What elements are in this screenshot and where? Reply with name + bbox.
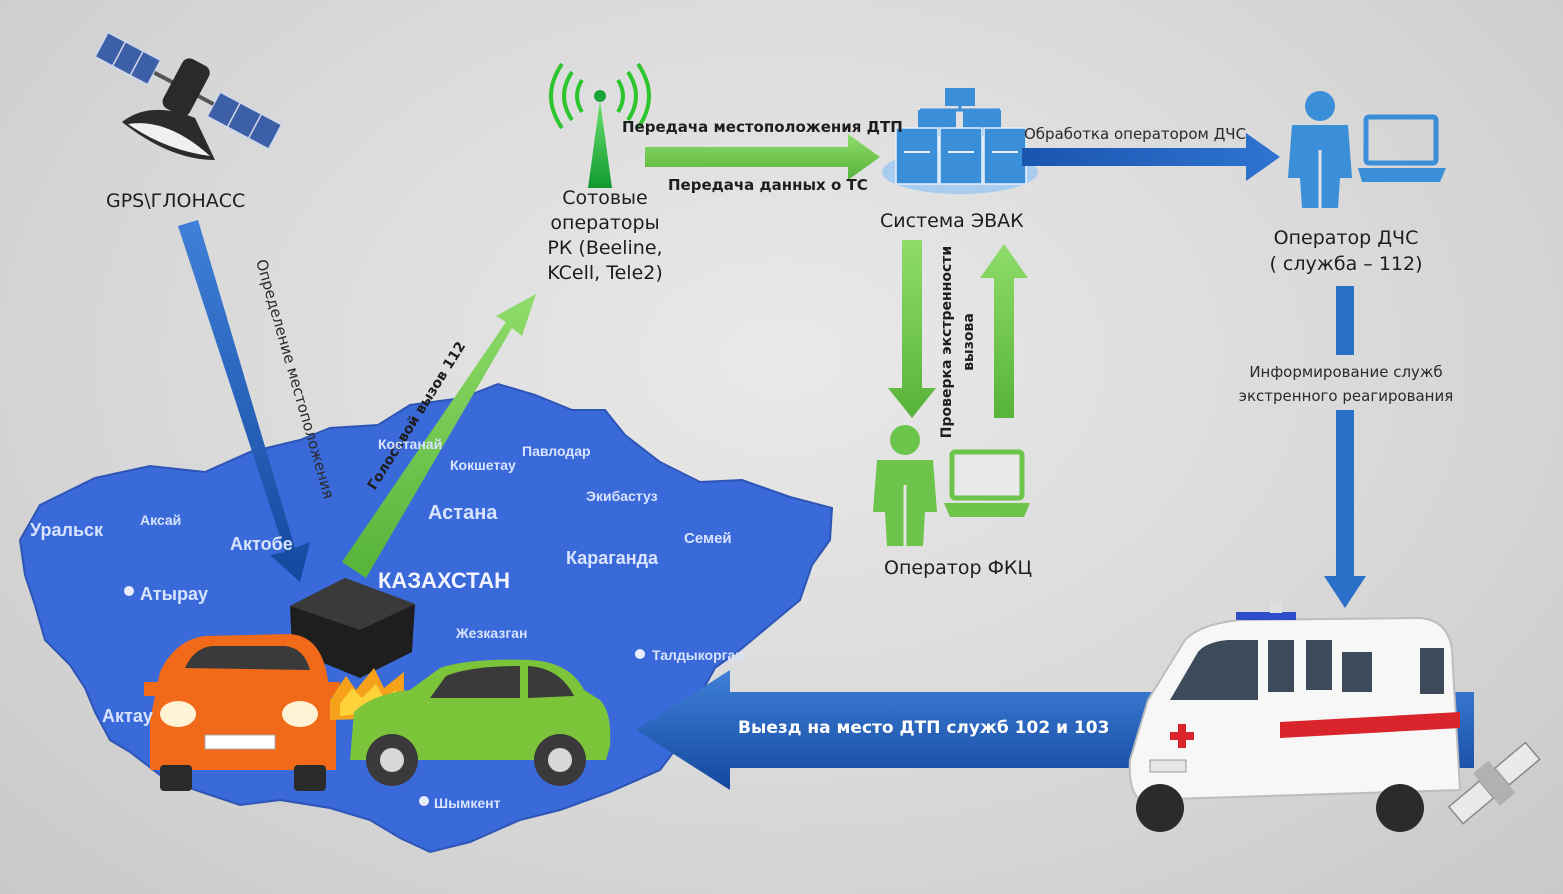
arrow-voice-call <box>342 294 536 578</box>
city-label: Астана <box>428 502 498 524</box>
server-cluster-icon <box>882 88 1038 194</box>
arrow-location-detect <box>178 220 310 582</box>
dchs-operator-label: Оператор ДЧС ( служба – 112) <box>1269 227 1423 275</box>
city-label: Семей <box>684 530 732 547</box>
arrow-transfer-location <box>645 134 880 180</box>
map-pin-icon <box>124 586 645 806</box>
arrow-processing <box>1022 133 1280 181</box>
fkc-operator-icon <box>873 425 937 546</box>
dchs-operator-icon <box>1288 91 1352 208</box>
city-label: Экибастуз <box>586 488 658 504</box>
fkc-operator-label: Оператор ФКЦ <box>884 557 1033 579</box>
green-car-icon <box>350 659 611 786</box>
arrow-verify-up <box>980 244 1028 418</box>
city-label: Шымкент <box>434 795 501 811</box>
transfer-location-label: Передача местоположения ДТП <box>622 118 903 136</box>
cellular-operators-label: Сотовые операторы РК (Beeline, KCell, Te… <box>547 187 663 284</box>
city-label: Костанай <box>378 436 443 452</box>
arrow-verify-down <box>888 240 936 418</box>
city-label: Атырау <box>140 584 208 604</box>
arrow-inform-services <box>1324 286 1366 608</box>
evak-system-label: Система ЭВАК <box>880 210 1024 232</box>
city-label: Талдыкорган <box>652 647 744 663</box>
city-label: Актау <box>102 706 153 726</box>
satellite-icon <box>1447 741 1541 825</box>
city-label: Жезказган <box>456 625 528 641</box>
verify-call-label: Проверка экстренности вызова <box>939 245 977 439</box>
ambulance-icon <box>1128 603 1462 832</box>
country-label: КАЗАХСТАН <box>378 568 510 593</box>
dispatch-label: Выезд на место ДТП служб 102 и 103 <box>738 718 1110 738</box>
orange-car-icon <box>144 634 340 791</box>
city-label: Уральск <box>30 520 104 540</box>
satellite-icon <box>93 30 284 160</box>
cell-tower-icon <box>549 62 651 188</box>
city-label: Караганда <box>566 548 659 568</box>
city-label: Актобе <box>230 534 293 554</box>
city-label: Аксай <box>140 512 182 528</box>
tracker-device-icon <box>290 578 415 678</box>
laptop-icon <box>1358 114 1446 182</box>
city-label: Кокшетау <box>450 457 516 473</box>
satellite-label: GPS\ГЛОНАСС <box>106 190 246 212</box>
transfer-data-label: Передача данных о ТС <box>668 176 868 194</box>
processing-label: Обработка оператором ДЧС <box>1024 125 1247 143</box>
laptop-icon <box>944 449 1030 517</box>
city-label: Павлодар <box>522 443 591 459</box>
inform-services-label: Информирование служб экстренного реагиро… <box>1238 363 1454 405</box>
